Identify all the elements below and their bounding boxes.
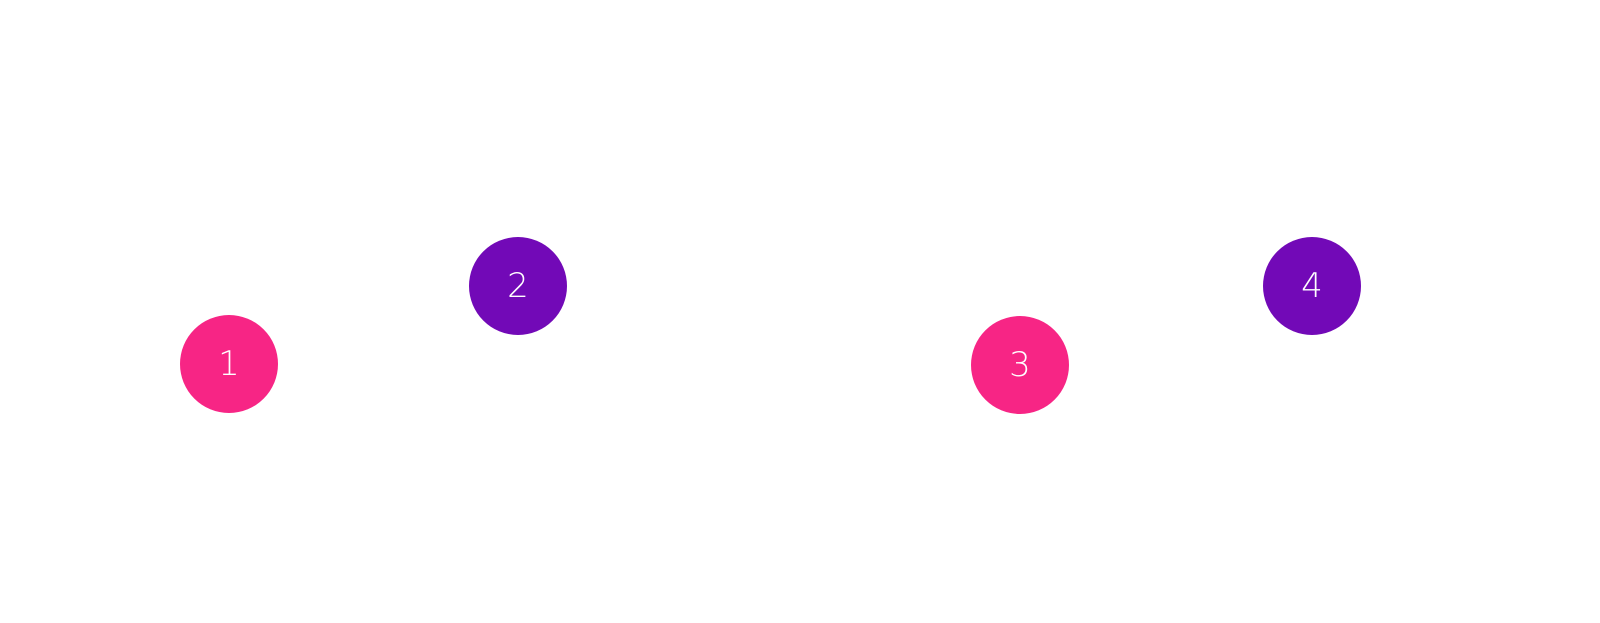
step-4-label: 4 [1301, 266, 1323, 306]
step-1-circle: 1 [180, 315, 278, 413]
step-3-label: 3 [1009, 345, 1031, 385]
step-2-circle: 2 [469, 237, 567, 335]
step-3-circle: 3 [971, 316, 1069, 414]
step-2-label: 2 [507, 266, 529, 306]
step-1-label: 1 [218, 344, 240, 384]
step-4-circle: 4 [1263, 237, 1361, 335]
